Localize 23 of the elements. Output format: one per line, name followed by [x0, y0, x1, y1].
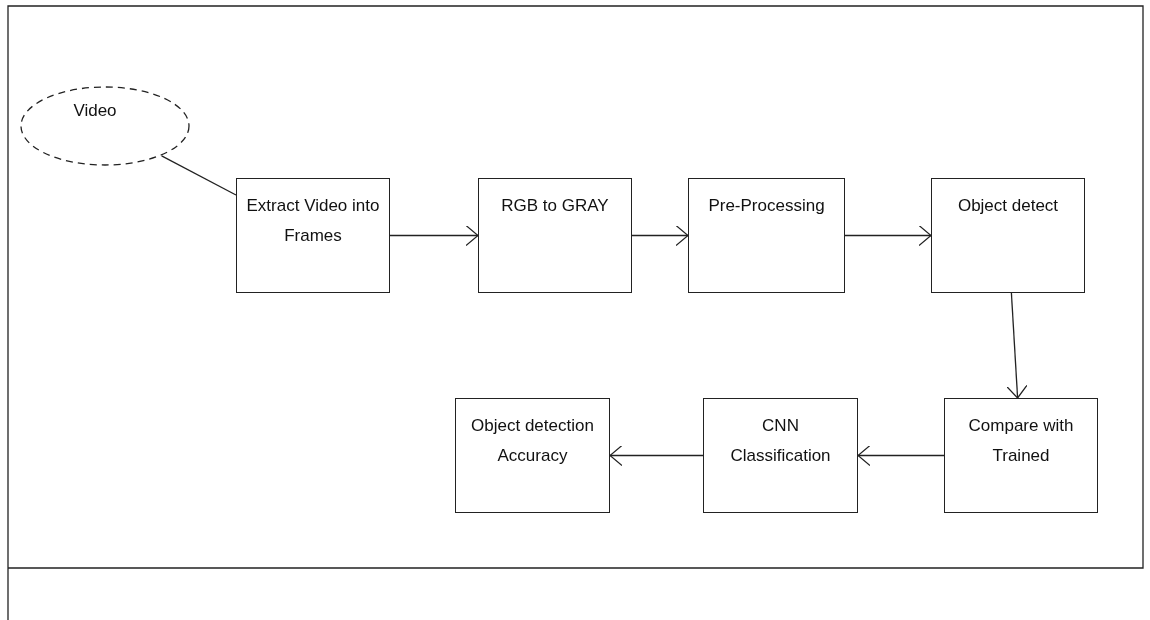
- dashed-ellipse: [20, 86, 190, 166]
- process-box: [703, 398, 858, 513]
- arrow: [857, 444, 945, 467]
- process-box: [236, 178, 390, 293]
- arrow: [389, 224, 479, 247]
- process-box: [688, 178, 845, 293]
- arrow: [631, 224, 689, 247]
- process-box: [478, 178, 632, 293]
- node-label: RGB to GRAY: [501, 195, 609, 217]
- node-label: CNN Classification: [729, 415, 832, 467]
- process-box: [931, 178, 1085, 293]
- process-box: [944, 398, 1098, 513]
- arrow: [844, 224, 932, 247]
- arrow: [609, 444, 704, 467]
- node-label: Compare with Trained: [967, 415, 1075, 467]
- node-label: Pre-Processing: [708, 195, 825, 217]
- connector-line: [161, 155, 237, 196]
- node-label: Object detection Accuracy: [470, 415, 595, 467]
- process-box: [455, 398, 610, 513]
- arrow: [1006, 292, 1028, 399]
- node-label: Extract Video into Frames: [245, 195, 381, 247]
- node-label: Object detect: [957, 195, 1059, 217]
- node-label: Video: [73, 100, 117, 122]
